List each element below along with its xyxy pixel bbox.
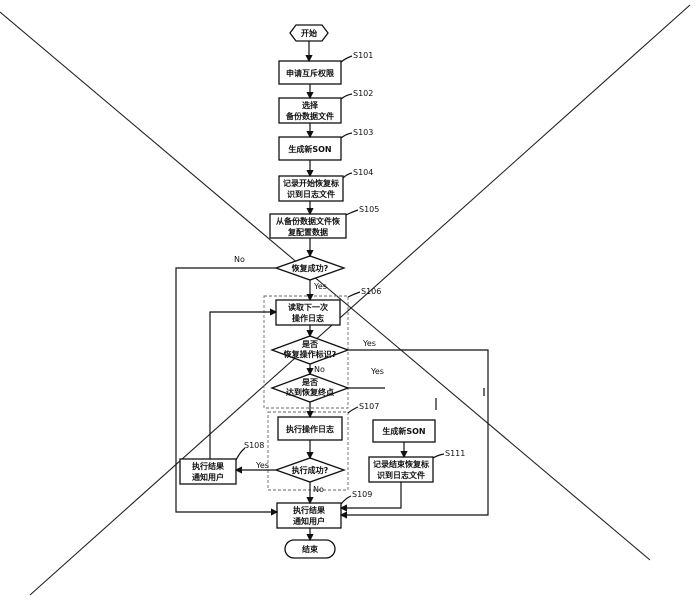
s111-text-line1: 记录结束恢复标	[373, 459, 429, 469]
step-label-s101: S101	[353, 51, 373, 60]
decision-restore-success	[274, 255, 346, 281]
leader-s107	[347, 406, 359, 414]
leader-s105	[345, 209, 359, 216]
s101-text: 申请互斥权限	[286, 68, 334, 78]
d3-text-line1: 是否	[301, 377, 318, 387]
step-label-s108: S108	[244, 441, 264, 450]
s108-text-line2: 通知用户	[192, 472, 224, 482]
process-s106	[275, 299, 341, 326]
step-label-s103: S103	[353, 128, 373, 137]
leader-s101	[340, 55, 353, 63]
edge-s111-s109	[339, 482, 402, 512]
step-label-s104: S104	[353, 168, 373, 177]
step-label-s106: S106	[361, 287, 381, 296]
edge-label-d1-yes: Yes	[313, 282, 327, 291]
edge-label-d2-no: No	[314, 365, 325, 374]
group-box-s106	[263, 295, 349, 409]
edge-label-d1-no: No	[234, 255, 245, 264]
step-label-s109: S109	[352, 490, 372, 499]
s103-text: 生成新SON	[288, 144, 331, 154]
watermark-cross-line	[29, 4, 691, 596]
edge-label-d4-yes: Yes	[255, 461, 269, 470]
start-label: 开始	[301, 28, 317, 38]
step-label-s105: S105	[359, 205, 379, 214]
start-terminal	[289, 24, 329, 42]
leader-s106	[347, 291, 361, 298]
process-s105	[269, 213, 347, 239]
s104-text-line2: 识到日志文件	[287, 189, 335, 199]
d3-text-line2: 达到恢复终点	[286, 387, 334, 397]
edge-label-d4-no: No	[313, 485, 324, 494]
watermark-cross-line	[0, 11, 651, 561]
process-s109	[276, 502, 342, 529]
d1-text: 恢复成功?	[292, 263, 329, 273]
s107-text: 执行操作日志	[286, 424, 334, 434]
edge-label-d3-yes: Yes	[370, 367, 384, 376]
edge-s108-s106	[209, 308, 278, 459]
edge-d1-no-s109	[175, 267, 279, 516]
s102-text-line1: 选择	[302, 100, 319, 110]
s108-text-line1: 执行结果	[192, 461, 224, 471]
leader-s108	[235, 447, 246, 461]
leader-s103	[340, 132, 353, 139]
d4-text: 执行成功?	[292, 465, 329, 475]
leader-s111	[432, 453, 445, 459]
s106-text-line1: 读取下一次	[288, 302, 328, 312]
s104-text-line1: 记录开始恢复标	[283, 178, 339, 188]
step-label-s111: S111	[445, 449, 465, 458]
d2-text-line2: 恢复操作标识?	[284, 349, 337, 359]
leader-s104	[342, 172, 353, 179]
s109-text-line1: 执行结果	[293, 505, 325, 515]
decision-exec-success	[274, 457, 346, 483]
s105-text-line2: 复配置数据	[287, 227, 328, 237]
s111-text-line2: 识到日志文件	[377, 470, 425, 480]
d2-text-line1: 是否	[301, 339, 318, 349]
s109-text-line2: 通知用户	[293, 516, 325, 526]
end-label: 结束	[302, 544, 319, 554]
step-label-s107: S107	[359, 402, 379, 411]
step-label-s102: S102	[353, 89, 373, 98]
s102-text-line2: 备份数据文件	[285, 111, 334, 121]
leader-s102	[340, 93, 353, 100]
s110-text: 生成新SON	[382, 426, 425, 436]
leader-s109	[340, 495, 352, 505]
edge-d2-yes-s109	[339, 349, 489, 519]
s105-text-line1: 从备份数据文件恢	[276, 216, 340, 226]
edge-label-d2-yes: Yes	[362, 339, 376, 348]
s106-text-line2: 操作日志	[292, 313, 324, 323]
